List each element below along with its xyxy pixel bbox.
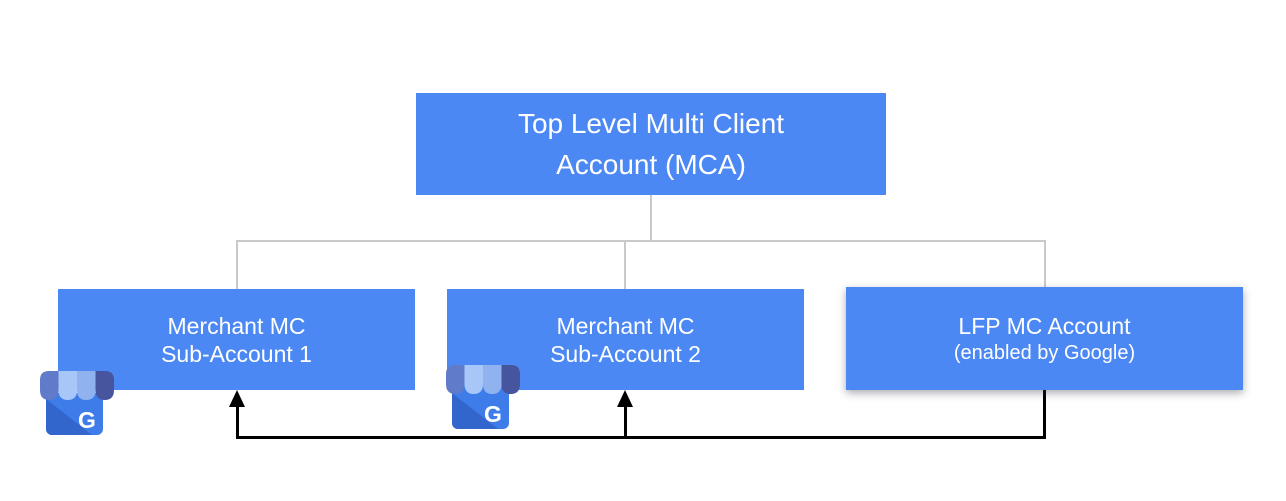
node-label-line: LFP MC Account	[958, 312, 1131, 339]
node-label-line: (enabled by Google)	[953, 341, 1136, 364]
node-label-line: Merchant MC	[556, 312, 695, 339]
connector-drop-merchant1	[236, 240, 238, 289]
node-label-line: Sub-Account 2	[550, 340, 701, 367]
connector-drop-merchant2	[624, 240, 626, 289]
node-lfp-mc-account: LFP MC Account (enabled by Google)	[846, 287, 1243, 390]
connector-horizontal-bus	[236, 240, 1046, 242]
flow-line-up-merchant1	[236, 404, 239, 436]
node-label-line: Sub-Account 1	[161, 340, 312, 367]
node-merchant-sub-account-1: Merchant MC Sub-Account 1	[58, 289, 415, 390]
node-label-line: Merchant MC	[167, 312, 306, 339]
connector-drop-lfp	[1044, 240, 1046, 287]
arrowhead-up-merchant1-icon	[229, 390, 245, 407]
flow-line-lfp-down	[1043, 390, 1046, 438]
node-label-line: Top Level Multi Client	[517, 108, 785, 139]
arrowhead-up-merchant2-icon	[617, 390, 633, 407]
google-business-profile-icon: G	[446, 365, 520, 429]
google-g-letter: G	[78, 407, 96, 433]
google-business-profile-icon: G	[40, 371, 114, 435]
google-g-letter: G	[484, 401, 502, 427]
node-top-level-mca: Top Level Multi Client Account (MCA)	[416, 93, 886, 195]
flow-line-up-merchant2	[624, 404, 627, 436]
connector-mca-vertical	[650, 195, 652, 241]
flow-line-horizontal	[236, 436, 1046, 439]
node-label-line: Account (MCA)	[556, 149, 746, 180]
